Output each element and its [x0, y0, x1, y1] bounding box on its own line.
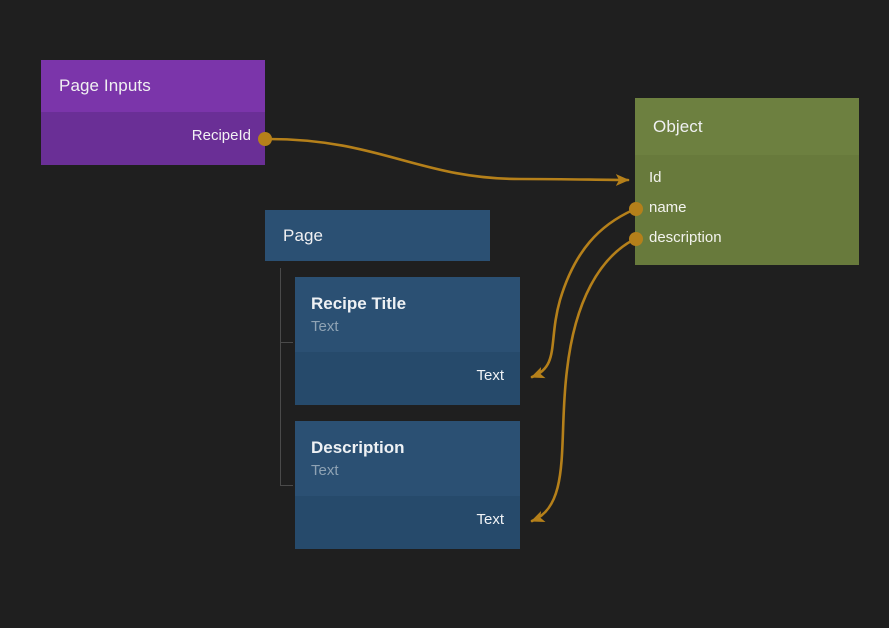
- object-field-description[interactable]: description: [649, 229, 722, 246]
- widget-description-label: Description: [311, 438, 405, 457]
- port-label-recipeid: RecipeId: [191, 126, 251, 144]
- object-field-id[interactable]: Id: [649, 169, 662, 186]
- widget-recipe-title-binding[interactable]: Text: [476, 367, 504, 384]
- widget-recipe-title-header: Recipe Title Text: [295, 277, 520, 352]
- tree-line-branch-description: [280, 485, 293, 486]
- tree-line-branch-recipe-title: [280, 342, 293, 343]
- widget-description-type: Text: [311, 462, 339, 479]
- edge-recipeid-to-id: [266, 137, 630, 186]
- node-page-inputs[interactable]: Page Inputs RecipeId: [41, 60, 265, 165]
- page-inputs-body: RecipeId: [41, 112, 265, 165]
- input-port-name-dot[interactable]: [629, 202, 643, 216]
- page-title: Page: [265, 210, 490, 261]
- widget-description-binding[interactable]: Text: [476, 511, 504, 528]
- node-page[interactable]: Page: [265, 210, 490, 261]
- tree-line-vertical: [280, 268, 281, 486]
- node-widget-description[interactable]: Description Text Text: [295, 421, 520, 549]
- widget-recipe-title-label: Recipe Title: [311, 294, 407, 313]
- object-field-name[interactable]: name: [649, 199, 687, 216]
- object-title: Object: [635, 98, 859, 155]
- edge-description-to-description-text: [530, 238, 635, 523]
- widget-recipe-title-binding-area: Text: [295, 352, 520, 405]
- input-port-description-dot[interactable]: [629, 232, 643, 246]
- widget-recipe-title-type: Text: [311, 318, 339, 335]
- edge-name-to-recipe-title: [530, 208, 635, 379]
- widget-description-header: Description Text: [295, 421, 520, 496]
- widget-description-binding-area: Text: [295, 496, 520, 549]
- output-port-recipeid-dot[interactable]: [258, 132, 272, 146]
- port-row-recipeid[interactable]: RecipeId: [41, 124, 265, 146]
- object-body: Id name description: [635, 155, 859, 265]
- page-inputs-title: Page Inputs: [41, 60, 265, 112]
- node-widget-recipe-title[interactable]: Recipe Title Text Text: [295, 277, 520, 405]
- node-object[interactable]: Object Id name description: [635, 98, 859, 265]
